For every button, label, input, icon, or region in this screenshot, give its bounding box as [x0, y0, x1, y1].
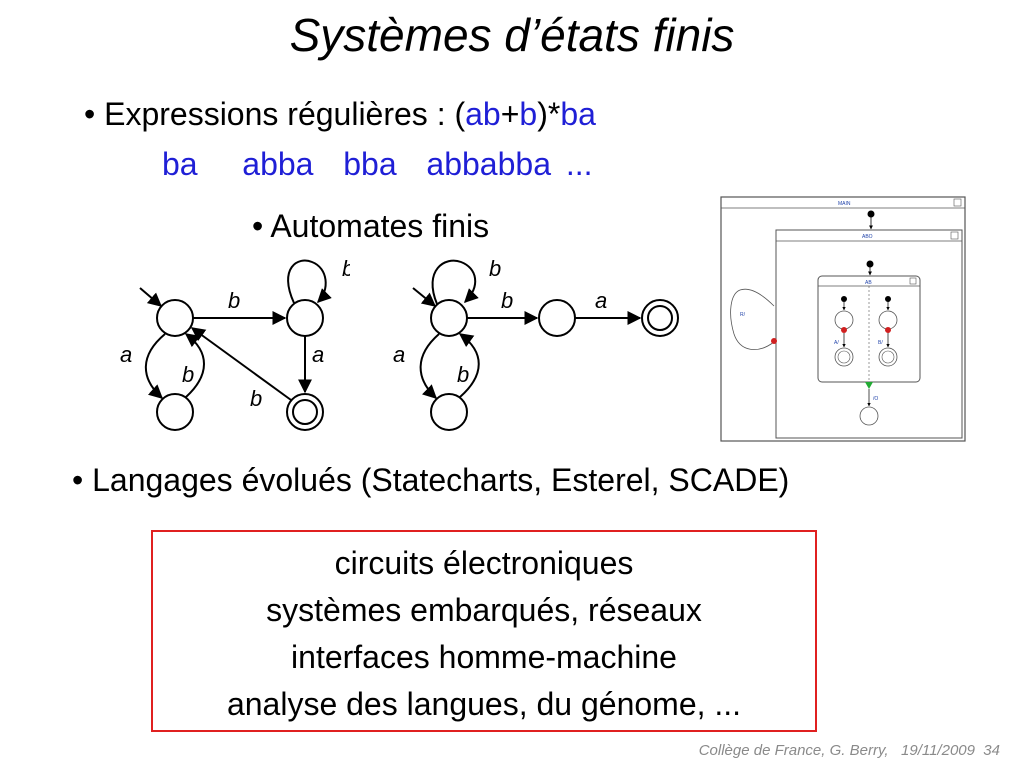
regex-plus: + — [500, 96, 520, 132]
state-abo-title: ABO — [862, 234, 873, 240]
label-b-loop: b — [489, 256, 501, 281]
ab-b-wait-state — [878, 310, 898, 330]
regex-close-star: )* — [537, 96, 561, 132]
slide-footer: Collège de France, G. Berry, 19/11/2009 … — [698, 742, 1000, 759]
state-ab-title: AB — [865, 280, 872, 286]
bullet-evolved-languages: • Langages évolués (Statecharts, Esterel… — [72, 462, 790, 498]
ab-b-label: B/ — [878, 340, 883, 346]
reset-label: R/ — [740, 312, 746, 318]
state-final-inner — [647, 305, 673, 331]
ab-b-final-state — [878, 347, 898, 367]
main-initial-dot — [867, 210, 875, 218]
regex-ba: ba — [560, 96, 596, 132]
label-b-mid: b — [182, 362, 194, 387]
ab-a-wait-state — [834, 310, 854, 330]
automaton-diagram-2: b b a a b — [393, 256, 679, 431]
label-b-mid: b — [457, 362, 469, 387]
ab-a-red-dot — [841, 327, 847, 333]
arrow-start — [139, 287, 163, 307]
arrow-b-loop — [431, 259, 479, 305]
regex-label: Expressions régulières : ( — [104, 96, 466, 132]
ab-a-final-inner — [837, 350, 851, 364]
reset-self-loop — [730, 288, 775, 350]
state-main — [720, 196, 966, 442]
state-bottom — [430, 393, 468, 431]
state-final-inner — [292, 399, 318, 425]
state-right — [286, 299, 324, 337]
applications-box: circuits électroniques systèmes embarqué… — [151, 530, 817, 732]
state-initial — [430, 299, 468, 337]
regex-ab: ab — [465, 96, 501, 132]
state-main-title: MAIN — [838, 201, 851, 207]
ab-b-red-dot — [885, 327, 891, 333]
arrow-b-bottom-init — [458, 333, 480, 398]
ab-a-initial-dot — [841, 296, 847, 302]
slide-title: Systèmes d’états finis — [289, 9, 735, 61]
ab-tab-icon — [909, 277, 917, 285]
state-bottom-left — [156, 393, 194, 431]
label-a-top: a — [595, 288, 607, 313]
ab-a-label: A/ — [834, 340, 839, 346]
arrow-a-init-bottom — [144, 333, 166, 399]
application-item: systèmes embarqués, réseaux — [266, 592, 702, 628]
bullet-marker: • — [84, 96, 96, 132]
exit-output-label: /O — [873, 396, 878, 402]
ab-exit-green-marker — [865, 382, 873, 389]
arrow-start — [412, 287, 437, 307]
regex-b: b — [519, 96, 538, 132]
application-item: circuits électroniques — [334, 545, 634, 581]
state-middle — [538, 299, 576, 337]
statechart-diagram: MAIN ABO AB A/ B/ /O R/ — [720, 196, 966, 442]
label-b-diag: b — [250, 386, 262, 411]
application-item: interfaces homme-machine — [291, 639, 677, 675]
arrow-a-init-bottom — [419, 333, 440, 399]
state-initial — [156, 299, 194, 337]
reset-red-dot — [771, 338, 777, 344]
automaton-diagram-1: b b a a b b — [120, 256, 350, 431]
arrow-b-final-init — [190, 327, 292, 401]
label-a-right: a — [312, 342, 324, 367]
abo-tab-icon — [950, 231, 959, 240]
ab-b-final-inner — [881, 350, 895, 364]
label-a-left: a — [120, 342, 132, 367]
main-tab-icon — [953, 198, 962, 207]
label-b-top: b — [228, 288, 240, 313]
abo-initial-dot — [866, 260, 874, 268]
arrow-b-loop — [287, 259, 332, 304]
label-b-top: b — [501, 288, 513, 313]
emit-o-state — [859, 406, 879, 426]
application-item: analyse des langues, du génome, ... — [226, 686, 742, 722]
bullet-finite-automata: • Automates finis — [252, 208, 490, 244]
regex-examples: ba abba bba abbabba ... — [162, 146, 593, 182]
label-b-loop: b — [342, 256, 350, 281]
label-a-left: a — [393, 342, 405, 367]
ab-b-initial-dot — [885, 296, 891, 302]
bullet-regular-expressions: • Expressions régulières : (ab+b)*ba — [84, 96, 596, 133]
ab-a-final-state — [834, 347, 854, 367]
